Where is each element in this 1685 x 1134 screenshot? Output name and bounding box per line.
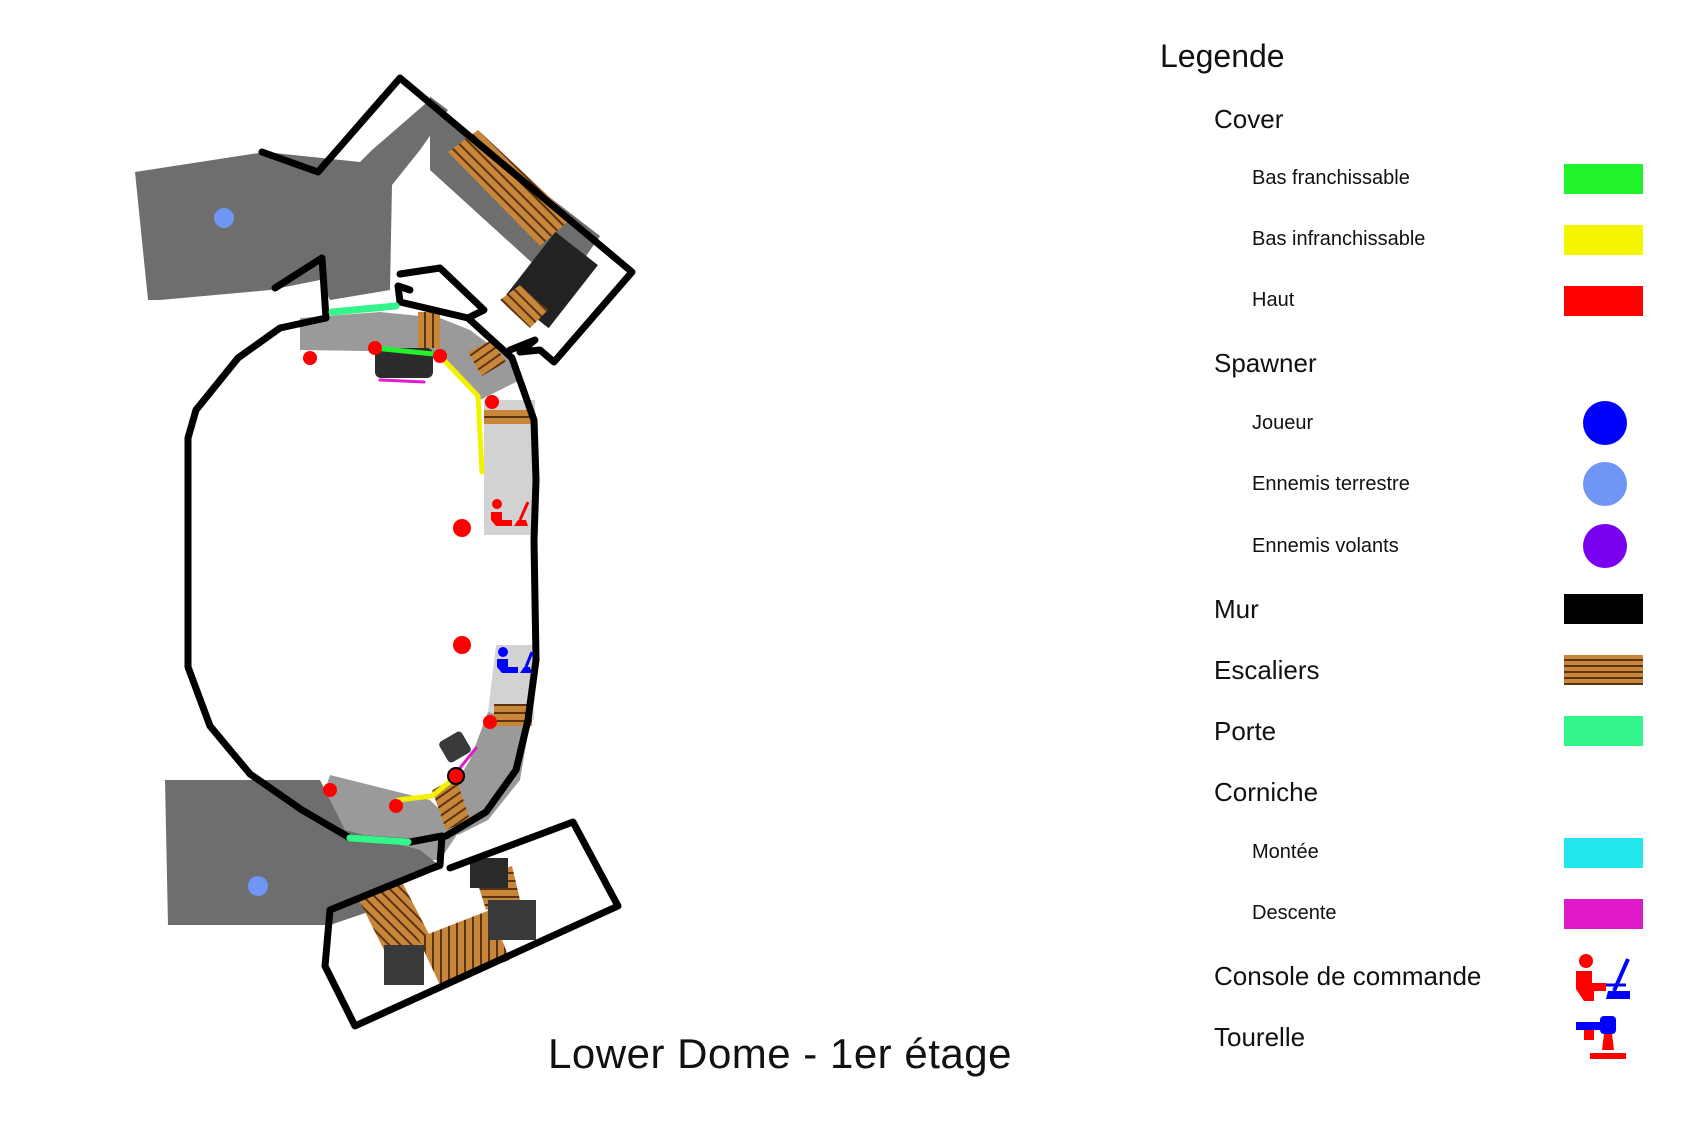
wall-right-upper (394, 264, 488, 322)
legend-label: Corniche (1214, 777, 1319, 807)
legend-item-stairs: Escaliers (1160, 645, 1660, 691)
legend-item-door: Porte (1160, 706, 1660, 752)
legend-label: Spawner (1214, 348, 1317, 378)
legend-label: Bas franchissable (1252, 167, 1410, 189)
legend-title: Legende (1160, 38, 1285, 74)
console-icon-map-red (491, 499, 530, 526)
enemy-point (433, 349, 447, 363)
legend-swatch (1564, 594, 1643, 624)
legend-item-ledge-down: Descente (1160, 889, 1660, 935)
legend-label: Bas infranchissable (1252, 228, 1426, 250)
legend-item-turret: Tourelle (1160, 1012, 1660, 1059)
enemy-point (303, 351, 317, 365)
legend-item-player: Joueur (1160, 399, 1660, 445)
legend-item-low-crossable: Bas franchissable (1160, 154, 1660, 200)
enemy-point (323, 783, 337, 797)
legend-label: Haut (1252, 289, 1295, 311)
legend-label: Montée (1252, 841, 1319, 863)
spawners (214, 208, 499, 896)
dark-block-top-cover (375, 348, 433, 378)
enemy-point (368, 341, 382, 355)
turret-icon (1576, 1016, 1626, 1059)
wall-top-outer (258, 74, 636, 366)
dark-block-bottom-3 (384, 945, 424, 985)
door-top (328, 302, 400, 316)
cover-low-crossable-top (371, 345, 437, 357)
legend-swatch (1564, 164, 1643, 194)
legend-label: Console de commande (1214, 961, 1482, 991)
ledge-down-top (378, 378, 426, 384)
legend: Legende Cover Bas franchissable Bas infr… (1160, 38, 1660, 1098)
stairs-top-corridor (448, 130, 572, 246)
legend-item-cover: Cover (1160, 94, 1660, 140)
legend-item-high: Haut (1160, 276, 1660, 322)
legend-item-ground-enemies: Ennemis terrestre (1160, 460, 1660, 506)
walls (184, 74, 636, 1030)
enemy-point (483, 715, 497, 729)
stairs-arc-2 (468, 340, 506, 376)
door-bottom (346, 834, 412, 846)
enemy-point (453, 519, 471, 537)
enemy-point (453, 636, 471, 654)
enemy-points (303, 341, 499, 813)
legend-label: Escaliers (1214, 655, 1320, 685)
stairs-lower-1 (494, 704, 532, 726)
legend-item-ledge: Corniche (1160, 767, 1660, 813)
floor-top-arc (300, 312, 520, 400)
stairs-top-end (500, 285, 548, 328)
covers-and-doors (328, 302, 485, 846)
floor-top-left-room (135, 98, 448, 300)
legend-dot (1583, 401, 1627, 445)
legend-dot (1583, 524, 1627, 568)
legend-label: Ennemis terrestre (1252, 473, 1410, 495)
dark-block-lower-cover (439, 731, 471, 763)
cover-low-blocking-top (437, 353, 485, 475)
stairs-arc-3 (484, 410, 532, 424)
legend-swatch (1564, 838, 1643, 868)
legend-stairs-swatch (1564, 655, 1643, 685)
legend-item-console: Console de commande (1160, 951, 1660, 1001)
legend-swatch (1564, 225, 1643, 255)
legend-item-wall: Mur (1160, 584, 1660, 630)
legend-label: Cover (1214, 104, 1284, 134)
legend-item-ledge-up: Montée (1160, 828, 1660, 874)
wall-top-inner (184, 254, 622, 1030)
enemy-ground-spawner-bottom (248, 876, 268, 896)
legend-label: Porte (1214, 716, 1277, 746)
legend-label: Descente (1252, 902, 1337, 924)
legend-label: Ennemis volants (1252, 535, 1399, 557)
enemy-point (447, 767, 465, 785)
enemy-point (485, 395, 499, 409)
map-title: Lower Dome - 1er étage (548, 1030, 1012, 1077)
legend-label: Mur (1214, 594, 1259, 624)
stairs-arc-1 (418, 312, 440, 348)
enemy-ground-spawner-top (214, 208, 234, 228)
legend-label: Tourelle (1214, 1022, 1306, 1052)
console-icon-map-blue (497, 647, 534, 673)
stairs-bottom-left (358, 882, 432, 958)
dark-block-bottom-2 (488, 900, 536, 940)
console-icon (1576, 954, 1630, 1001)
wall-arc-right (442, 314, 540, 840)
dark-block-bottom-1 (470, 858, 508, 888)
ledge-down-bottom (458, 746, 478, 770)
legend-swatch (1564, 716, 1643, 746)
level-map (135, 74, 636, 1030)
cover-low-blocking-bottom (395, 777, 455, 803)
legend-item-flying-enemies: Ennemis volants (1160, 522, 1660, 568)
legend-swatch (1564, 899, 1643, 929)
legend-dot (1583, 462, 1627, 506)
legend-item-low-blocking: Bas infranchissable (1160, 215, 1660, 261)
enemy-point (389, 799, 403, 813)
legend-label: Joueur (1252, 412, 1314, 434)
legend-item-spawner: Spawner (1160, 338, 1660, 384)
legend-swatch (1564, 286, 1643, 316)
